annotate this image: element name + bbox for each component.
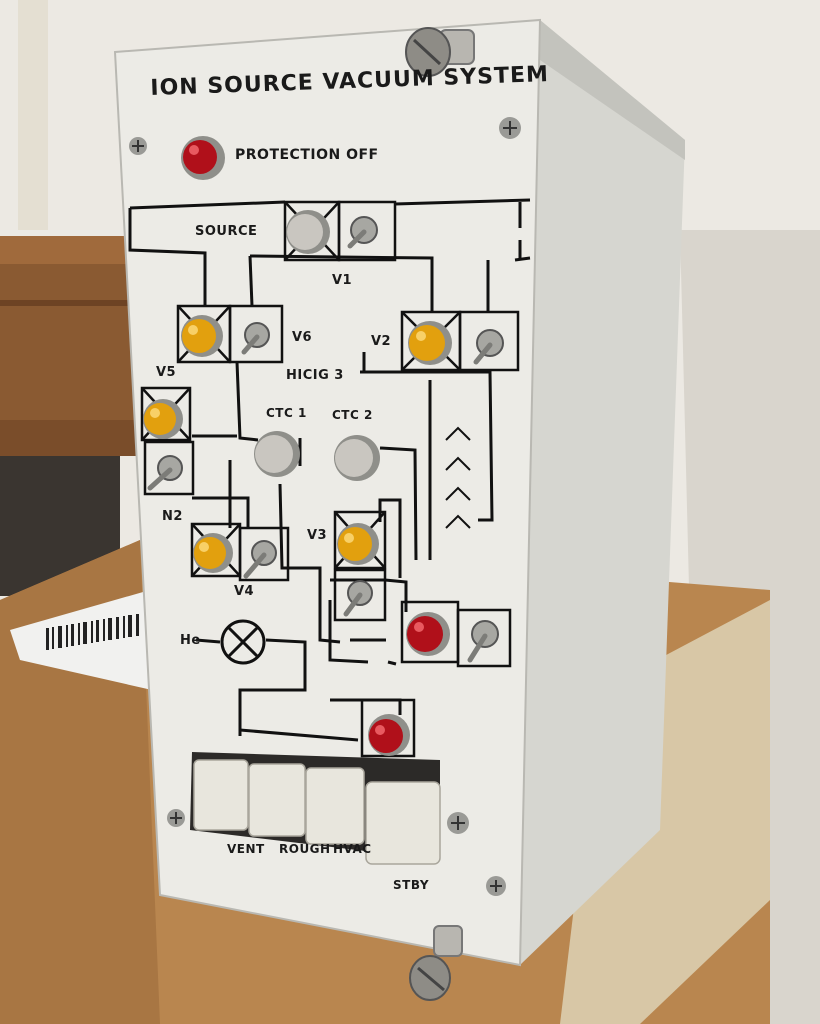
- protection-label: PROTECTION OFF: [235, 147, 379, 163]
- barcode: [46, 614, 139, 650]
- vent-button[interactable]: [193, 759, 249, 831]
- hvac-button[interactable]: [305, 767, 365, 845]
- screw-icon: [447, 812, 469, 834]
- stby-button[interactable]: [365, 781, 441, 865]
- chassis-side: [520, 20, 685, 965]
- red-lamp-icon: [406, 612, 450, 656]
- v4-toggle-switch-icon[interactable]: [243, 540, 277, 579]
- thumbscrew-icon[interactable]: [409, 925, 463, 1001]
- schematic-diagram: [128, 198, 531, 742]
- rough-button-label: ROUGH: [279, 842, 331, 856]
- v6-label: V6: [292, 330, 313, 345]
- v1-toggle-switch-icon[interactable]: [347, 216, 378, 249]
- hicig-label: HICIG 3: [286, 368, 344, 383]
- v2-toggle-switch-icon[interactable]: [473, 329, 504, 365]
- ctc1-label: CTC 1: [266, 406, 307, 420]
- v3-label: V3: [307, 528, 328, 543]
- he-label: He: [180, 633, 201, 648]
- v4-label: V4: [234, 584, 255, 599]
- cross-circle-icon: [220, 619, 266, 665]
- protection-indicator-lamp-icon: [181, 136, 225, 180]
- ctc1-lamp-icon: [254, 431, 300, 477]
- thumbscrew-icon[interactable]: [405, 27, 475, 77]
- flow-arrows: [445, 426, 471, 529]
- source-label: SOURCE: [195, 224, 258, 239]
- v3-toggle-switch-icon[interactable]: [343, 580, 373, 617]
- ctc2-label: CTC 2: [332, 408, 373, 422]
- v6-toggle-switch-icon[interactable]: [241, 322, 270, 355]
- vent-button-label: VENT: [227, 842, 265, 856]
- screw-icon: [167, 809, 185, 827]
- v4-lamp-icon: [193, 533, 233, 573]
- v5-lamp-icon: [143, 399, 183, 439]
- ctc2-lamp-icon: [334, 435, 380, 481]
- wooden-shelf: [0, 236, 140, 456]
- screw-icon: [486, 876, 506, 896]
- shipping-label: [10, 590, 152, 690]
- v3-lamp-icon: [337, 523, 379, 565]
- stby-button-label: STBY: [393, 878, 430, 892]
- toggle-switch-icon[interactable]: [467, 620, 499, 663]
- red-lamp-icon: [368, 714, 410, 756]
- hvac-button-label: HVAC: [333, 842, 372, 856]
- candle: [18, 0, 48, 230]
- v1-label: V1: [332, 273, 353, 288]
- rough-button[interactable]: [248, 763, 306, 837]
- v6-lamp-icon: [181, 315, 223, 357]
- n2-label: N2: [162, 509, 183, 524]
- source-lamp-icon: [286, 210, 330, 254]
- screw-icon: [499, 117, 521, 139]
- v5-label: V5: [156, 365, 177, 380]
- screw-icon: [129, 137, 147, 155]
- v2-label: V2: [371, 334, 392, 349]
- front-panel: [113, 18, 542, 967]
- n2-toggle-switch-icon[interactable]: [147, 455, 183, 491]
- v2-lamp-icon: [408, 321, 452, 365]
